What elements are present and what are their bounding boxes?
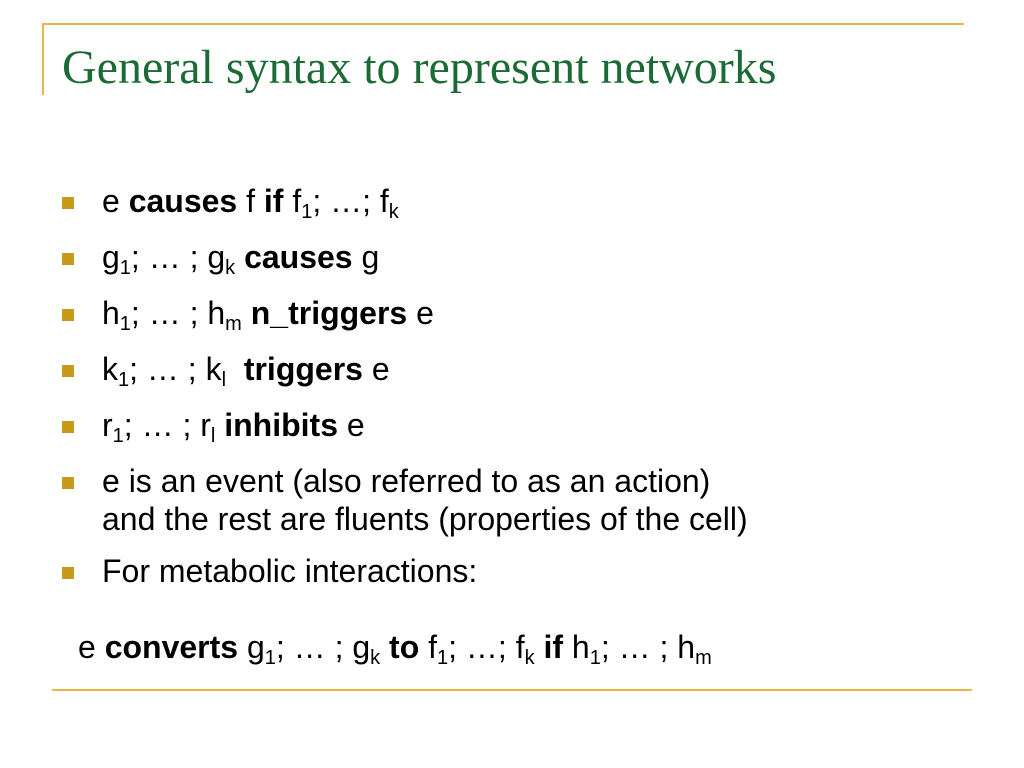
square-bullet-icon	[62, 567, 74, 579]
bullet-item-event-definition: e is an event (also referred to as an ac…	[62, 462, 992, 538]
bullet-item-causes: g1; … ; gk causes g	[62, 238, 992, 279]
square-bullet-icon	[62, 309, 74, 321]
square-bullet-icon	[62, 253, 74, 265]
bullet-item-metabolic: For metabolic interactions:	[62, 552, 992, 590]
frame-left-line	[42, 23, 44, 95]
frame-bottom-line	[52, 689, 972, 691]
bullet-text: h1; … ; hm n_triggers e	[102, 295, 434, 335]
bullet-text-line-2: and the rest are fluents (properties of …	[102, 501, 748, 537]
bullet-text: For metabolic interactions:	[102, 553, 478, 589]
bullet-text: g1; … ; gk causes g	[102, 239, 380, 279]
bullet-list: e causes f if f1; …; fk g1; … ; gk cause…	[62, 182, 992, 608]
bullet-text: e causes f if f1; …; fk	[102, 183, 399, 223]
bullet-item-inhibits: r1; … ; rl inhibits e	[62, 406, 992, 447]
square-bullet-icon	[62, 365, 74, 377]
square-bullet-icon	[62, 197, 74, 209]
slide-title: General syntax to represent networks	[62, 41, 777, 94]
bullet-text: r1; … ; rl inhibits e	[102, 407, 365, 447]
converts-syntax-line: e converts g1; … ; gk to f1; …; fk if h1…	[78, 629, 712, 669]
frame-top-line	[42, 23, 964, 25]
bullet-item-causes-if: e causes f if f1; …; fk	[62, 182, 992, 223]
square-bullet-icon	[62, 421, 74, 433]
bullet-item-n-triggers: h1; … ; hm n_triggers e	[62, 294, 992, 335]
bullet-text-line-1: e is an event (also referred to as an ac…	[102, 463, 711, 499]
bullet-item-triggers: k1; … ; kl triggers e	[62, 350, 992, 391]
bullet-text: k1; … ; kl triggers e	[102, 351, 390, 391]
square-bullet-icon	[62, 477, 74, 489]
